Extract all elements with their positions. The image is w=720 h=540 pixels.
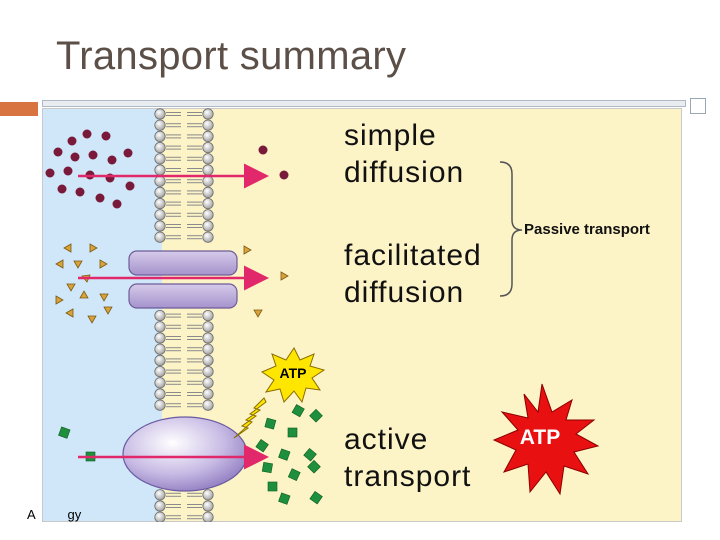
- label-simple-diffusion: simple diffusion: [344, 119, 465, 189]
- channel-protein: [128, 250, 238, 309]
- phospholipid-head: [154, 231, 166, 243]
- phospholipid-head: [154, 399, 166, 411]
- phospholipid-head: [154, 186, 166, 199]
- phospholipid-head: [202, 209, 214, 221]
- passive-transport-bracket: [499, 161, 523, 297]
- phospholipid-head: [154, 175, 166, 187]
- pump-protein: [122, 416, 248, 492]
- transport-diagram: [42, 108, 682, 522]
- phospholipid-head: [202, 399, 214, 411]
- phospholipid-head: [154, 209, 166, 221]
- label-facilitated-diffusion: facilitated diffusion: [344, 239, 482, 309]
- phospholipid-head: [154, 220, 166, 232]
- footer-text: A gy: [27, 507, 82, 522]
- label-passive-transport: Passive transport: [524, 221, 650, 238]
- atp-small-burst: [260, 347, 326, 404]
- phospholipid-head: [154, 365, 166, 378]
- phospholipid-head: [202, 198, 214, 210]
- phospholipid-head: [202, 354, 214, 366]
- phospholipid-head: [154, 119, 166, 131]
- phospholipid-head: [202, 186, 214, 199]
- phospholipid-head: [202, 220, 214, 232]
- phospholipid-head: [202, 332, 214, 344]
- label-active-transport: active transport: [344, 423, 472, 493]
- phospholipid-head: [154, 354, 166, 366]
- phospholipid-head: [202, 343, 214, 355]
- phospholipid-head: [154, 500, 166, 512]
- phospholipid-head: [154, 108, 166, 120]
- phospholipid-head: [202, 310, 214, 322]
- phospholipid-head: [202, 130, 214, 143]
- phospholipid-head: [202, 511, 214, 522]
- phospholipid-head: [202, 164, 214, 176]
- phospholipid-head: [202, 175, 214, 187]
- atp-small-label: ATP: [279, 365, 307, 381]
- slide-title: Transport summary: [56, 34, 407, 78]
- phospholipid-head: [202, 489, 214, 501]
- phospholipid-head: [202, 500, 214, 512]
- membrane-tails: [166, 112, 202, 520]
- phospholipid-head: [154, 332, 166, 344]
- phospholipid-head: [154, 153, 166, 165]
- title-accent-square: [0, 102, 38, 116]
- phospholipid-head: [202, 141, 214, 154]
- atp-large-burst: [492, 383, 600, 496]
- phospholipid-head: [154, 321, 166, 333]
- phospholipid-head: [154, 141, 166, 154]
- phospholipid-head: [202, 388, 214, 400]
- membrane-heads: [154, 108, 214, 522]
- phospholipid-head: [202, 365, 214, 378]
- phospholipid-head: [154, 377, 166, 389]
- phospholipid-head: [202, 119, 214, 131]
- phospholipid-head: [202, 153, 214, 165]
- figure-frame: [42, 108, 682, 522]
- lightning-bolt-icon: [233, 397, 267, 439]
- phospholipid-head: [154, 343, 166, 355]
- phospholipid-head: [154, 388, 166, 400]
- rule-end-square: [690, 98, 706, 114]
- phospholipid-head: [154, 489, 166, 501]
- phospholipid-head: [154, 198, 166, 210]
- phospholipid-head: [202, 321, 214, 333]
- phospholipid-head: [154, 130, 166, 143]
- phospholipid-head: [154, 164, 166, 176]
- phospholipid-head: [154, 511, 166, 522]
- atp-large-label: ATP: [519, 426, 561, 449]
- phospholipid-head: [202, 108, 214, 120]
- title-rule: [42, 100, 686, 107]
- phospholipid-head: [202, 231, 214, 243]
- phospholipid-head: [202, 377, 214, 389]
- phospholipid-head: [154, 310, 166, 322]
